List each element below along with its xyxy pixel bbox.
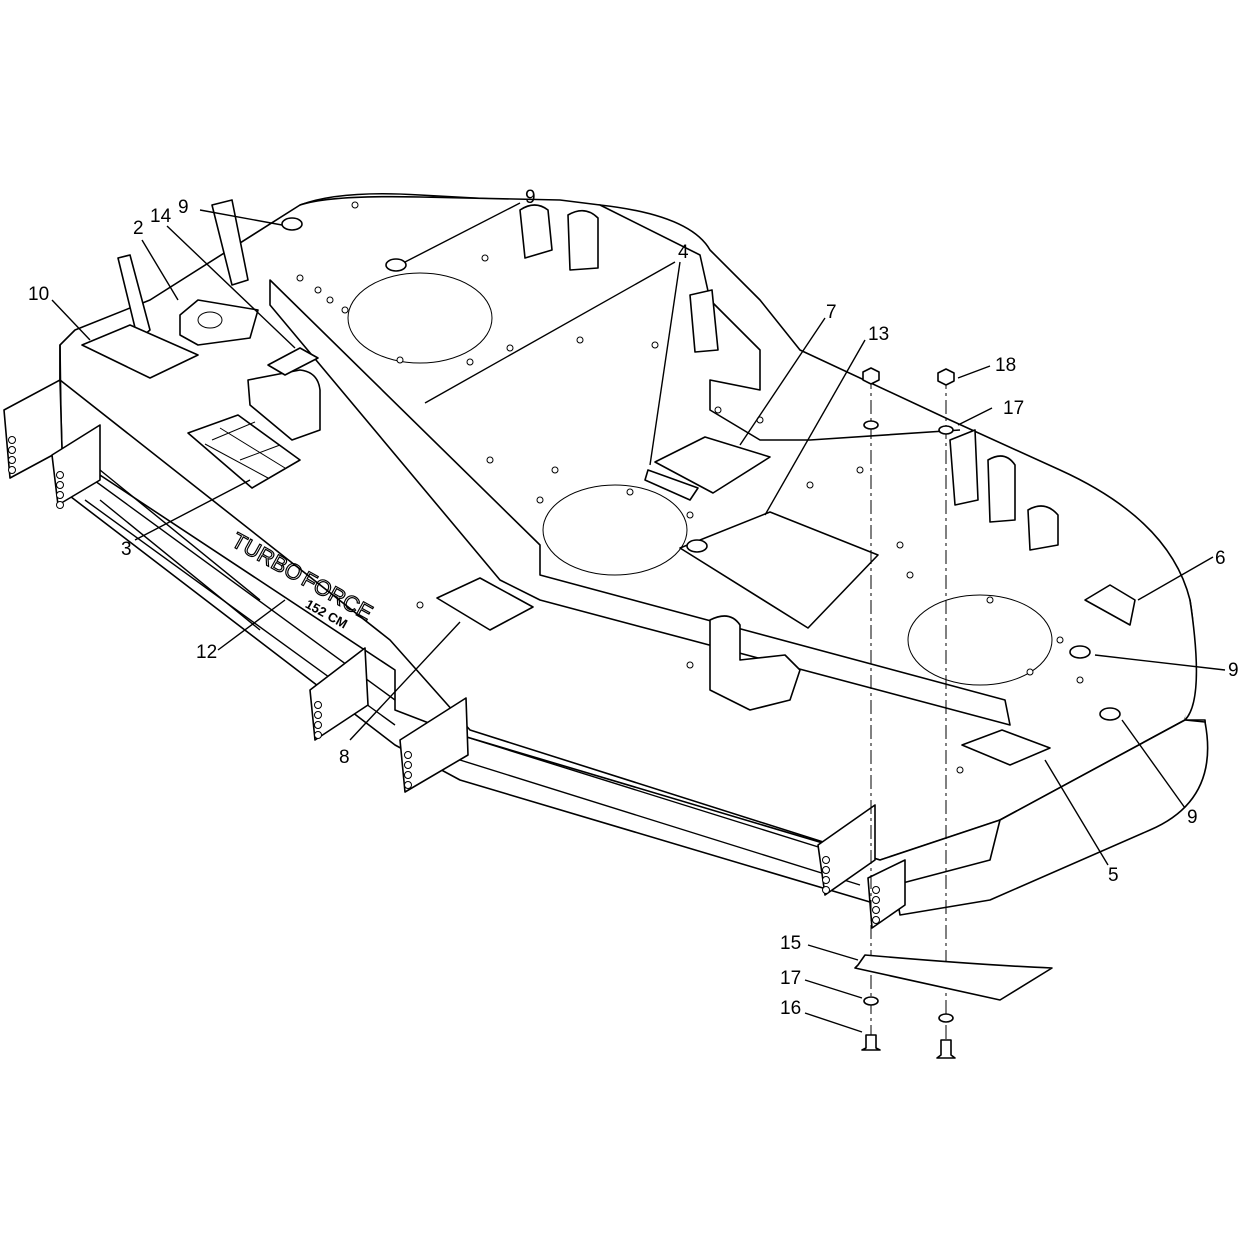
washer-lower-right	[938, 1013, 954, 1023]
plug-5	[1099, 707, 1121, 721]
roller-cup-right	[709, 615, 801, 711]
callout-17-b: 17	[780, 968, 801, 989]
callout-labels: 9 9 14 2 10 4 7 13 18 17 6 9 9 5 3 12 8 …	[28, 187, 1239, 1019]
bracket-front-left-2	[51, 424, 101, 509]
callout-18: 18	[995, 355, 1016, 376]
decal-7	[654, 436, 771, 494]
deck-rear-plate	[299, 195, 961, 441]
callout-9-b: 9	[525, 187, 536, 208]
decal-3	[187, 414, 301, 489]
roller-bar-lower	[459, 734, 861, 886]
callout-10: 10	[28, 284, 49, 305]
callout-17-a: 17	[1003, 398, 1024, 419]
callout-9-c: 9	[1228, 660, 1239, 681]
bracket-front-right-2	[867, 859, 906, 929]
washer-upper-right	[938, 425, 954, 435]
callout-7: 7	[826, 302, 837, 323]
rear-bracket-4	[567, 209, 599, 271]
plug-4	[1069, 645, 1091, 659]
bracket-front-mid-1	[309, 647, 369, 741]
bolt-left	[861, 1034, 881, 1051]
decal-13	[679, 511, 879, 629]
callout-9-d: 9	[1187, 807, 1198, 828]
callout-13: 13	[868, 324, 889, 345]
decals	[81, 299, 1136, 766]
decal-5	[961, 729, 1051, 766]
nut-right	[937, 368, 955, 386]
exploded-hardware	[854, 367, 1053, 1059]
decal-8	[436, 577, 534, 631]
callout-2: 2	[133, 218, 144, 239]
rear-bracket-1	[117, 254, 151, 341]
decal-10	[81, 324, 199, 379]
callout-3: 3	[121, 539, 132, 560]
plug-1	[281, 217, 303, 231]
deck-shell	[59, 192, 1209, 916]
decal-4	[644, 469, 699, 501]
washer-lower-left	[863, 996, 879, 1006]
plug-2	[385, 258, 407, 272]
callout-14: 14	[150, 206, 172, 227]
discharge-guard	[894, 719, 1209, 916]
callout-8: 8	[339, 747, 350, 768]
blade	[854, 954, 1053, 1001]
plug-3	[686, 539, 708, 553]
callout-16: 16	[780, 998, 801, 1019]
rear-brackets	[117, 199, 1059, 711]
callout-12: 12	[196, 642, 217, 663]
callout-6: 6	[1215, 548, 1226, 569]
decal-2	[179, 299, 259, 346]
spindle-opening-left	[347, 272, 493, 364]
rear-bracket-7	[987, 455, 1016, 523]
rear-bracket-2	[211, 199, 249, 286]
plugs	[281, 217, 1121, 721]
callout-4: 4	[678, 242, 689, 263]
callout-15: 15	[780, 933, 801, 954]
rear-bracket-8	[1027, 505, 1059, 551]
callout-5: 5	[1108, 865, 1119, 886]
rear-bracket-6	[949, 429, 979, 506]
rear-bracket-3	[519, 204, 553, 259]
spindle-opening-right	[907, 594, 1053, 686]
decal-6	[1084, 584, 1136, 626]
bracket-front-right-1	[817, 804, 876, 896]
leader-lines	[51, 202, 1226, 1033]
nut-left	[862, 367, 880, 385]
decal-14	[267, 347, 319, 376]
bolt-right	[936, 1039, 956, 1059]
height-adjust-brackets	[3, 379, 906, 929]
spindle-opening-center	[542, 484, 688, 576]
roller-cup-left	[247, 369, 321, 441]
roller-bar-left	[99, 469, 261, 631]
callout-9-a: 9	[178, 197, 189, 218]
rear-bracket-5	[689, 289, 719, 353]
washer-upper-left	[863, 420, 879, 430]
deck-baffle-rail	[269, 279, 1011, 726]
bracket-front-mid-2	[399, 697, 469, 793]
